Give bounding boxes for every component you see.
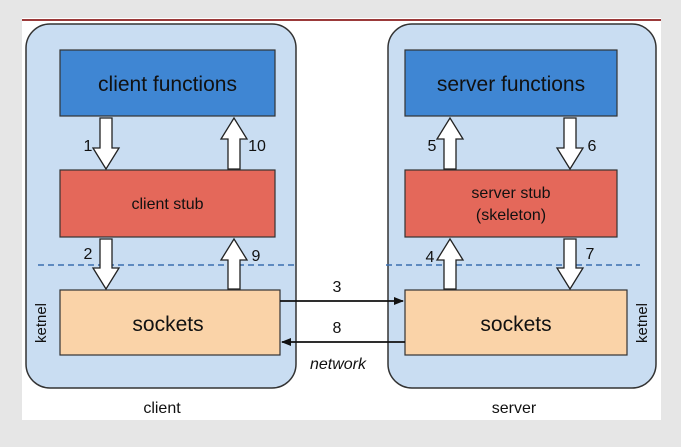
step-6-label: 6 xyxy=(588,138,597,155)
step-3-label: 3 xyxy=(333,279,342,296)
server-sockets-label: sockets xyxy=(480,313,551,336)
client-arrow-1-down xyxy=(91,117,121,171)
client-arrow-2-down xyxy=(91,238,121,291)
server-caption: server xyxy=(492,400,537,417)
server-kernel-label: ketnel xyxy=(634,303,651,343)
client-sockets-box xyxy=(59,289,281,356)
server-sockets-box xyxy=(404,289,628,356)
server-arrow-7-down xyxy=(555,238,585,291)
client-stub-box xyxy=(59,169,276,238)
client-functions-label: client functions xyxy=(98,73,237,96)
client-functions-box xyxy=(59,49,276,117)
client-kernel-label: ketnel xyxy=(33,303,50,343)
client-arrow-10-up xyxy=(219,116,249,170)
step-7-label: 7 xyxy=(586,246,595,263)
step-1-label: 1 xyxy=(84,138,93,155)
client-arrow-9-up xyxy=(219,237,249,290)
server-functions-box xyxy=(404,49,618,117)
server-arrow-6-down xyxy=(555,117,585,171)
client-stub-label: client stub xyxy=(131,196,203,213)
step-4-label: 4 xyxy=(426,249,435,266)
server-functions-label: server functions xyxy=(437,73,585,96)
server-arrow-5-up xyxy=(435,116,465,170)
step-2-label: 2 xyxy=(84,246,93,263)
server-stub-label-line1: server stub xyxy=(471,185,550,202)
server-stub-label-line2: (skeleton) xyxy=(476,207,546,224)
server-stub-box xyxy=(404,169,618,238)
step-5-label: 5 xyxy=(428,138,437,155)
step-9-label: 9 xyxy=(252,248,261,265)
step-10-label: 10 xyxy=(248,138,266,155)
client-sockets-label: sockets xyxy=(132,313,203,336)
server-arrow-4-up xyxy=(435,237,465,290)
step-8-label: 8 xyxy=(333,320,342,337)
client-caption: client xyxy=(143,400,181,417)
network-label: network xyxy=(310,356,367,373)
